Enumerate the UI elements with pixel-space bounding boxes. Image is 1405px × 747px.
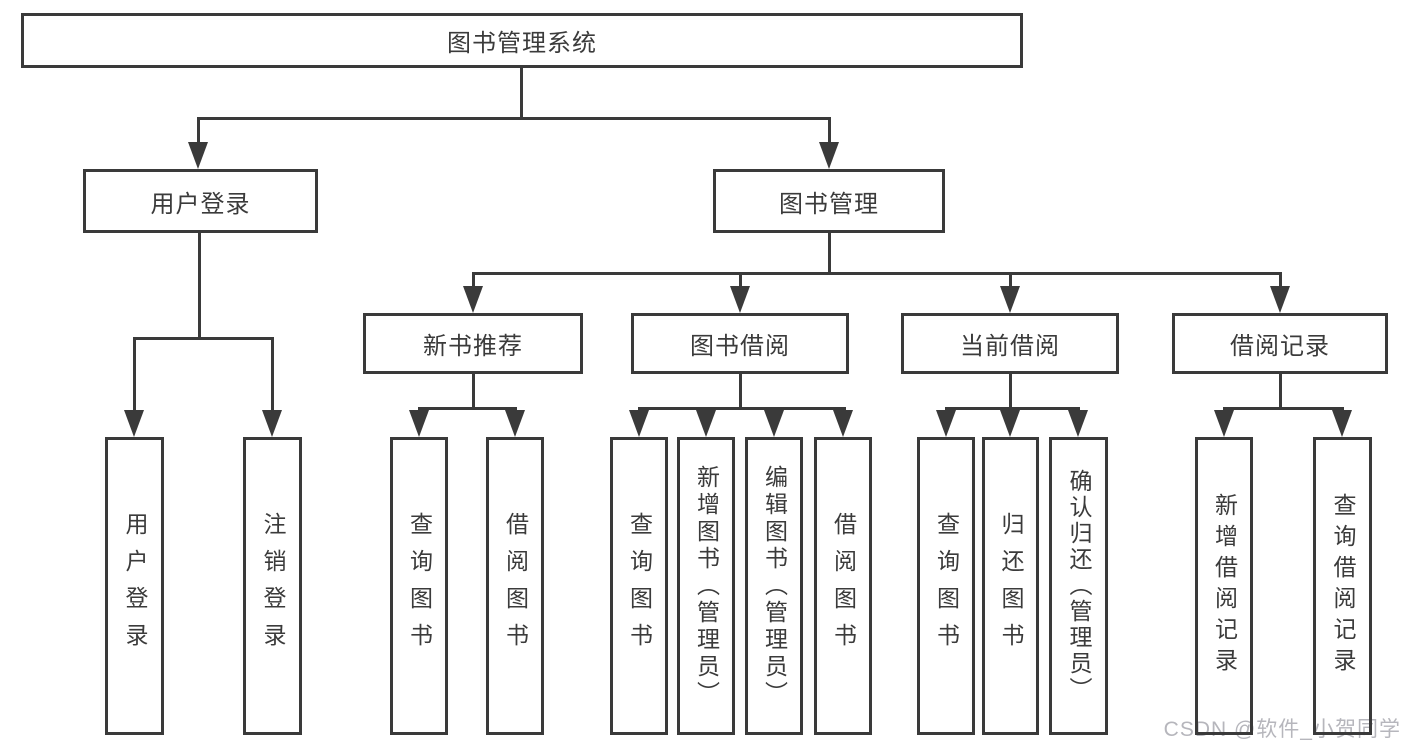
new-book-recommend-label: 新书推荐 xyxy=(423,333,523,360)
connector-level2-rail xyxy=(472,272,1282,275)
arrow-down-icon xyxy=(124,410,144,437)
arrow-down-icon xyxy=(1214,410,1234,437)
leaf-add-book-admin-box: 新增图书（管理员） xyxy=(677,437,735,735)
connector-shaft xyxy=(1009,272,1012,292)
arrow-down-icon xyxy=(1000,410,1020,437)
borrow-record-box: 借阅记录 xyxy=(1172,313,1388,374)
root-box-label: 图书管理系统 xyxy=(447,30,597,57)
connector-shaft xyxy=(271,337,274,415)
connector-rail xyxy=(1223,407,1344,410)
connector-rail xyxy=(945,407,1080,410)
arrow-down-icon xyxy=(409,410,429,437)
connector-rail xyxy=(638,407,846,410)
user-login-branch-box: 用户登录 xyxy=(83,169,318,233)
leaf-query-books-label-2: 查询图书 xyxy=(626,512,653,660)
connector-stem xyxy=(1009,374,1012,410)
arrow-down-icon xyxy=(696,410,716,437)
arrow-down-icon xyxy=(936,410,956,437)
connector-user-login-rail xyxy=(133,337,274,340)
leaf-query-borrow-record-box: 查询借阅记录 xyxy=(1313,437,1372,735)
leaf-borrow-books-label-2: 借阅图书 xyxy=(830,512,857,660)
leaf-borrow-books-box-2: 借阅图书 xyxy=(814,437,872,735)
leaf-query-books-box-1: 查询图书 xyxy=(390,437,448,735)
leaf-query-books-box-3: 查询图书 xyxy=(917,437,975,735)
leaf-return-books-label: 归还图书 xyxy=(998,512,1024,660)
user-login-branch-label: 用户登录 xyxy=(150,190,251,218)
borrow-record-label: 借阅记录 xyxy=(1230,333,1330,360)
connector-shaft xyxy=(1279,272,1282,292)
connector-user-login-stem xyxy=(198,233,201,340)
leaf-borrow-books-label-1: 借阅图书 xyxy=(502,512,529,660)
arrow-down-icon xyxy=(833,410,853,437)
book-management-branch-label: 图书管理 xyxy=(779,190,879,218)
arrow-down-icon xyxy=(1332,410,1352,437)
arrow-down-icon xyxy=(730,286,750,313)
arrow-down-icon xyxy=(1000,286,1020,313)
leaf-query-books-label-1: 查询图书 xyxy=(406,512,433,660)
leaf-user-login-box: 用户登录 xyxy=(105,437,164,735)
connector-book-mgmt-stem xyxy=(828,233,831,275)
book-borrow-label: 图书借阅 xyxy=(690,333,790,360)
leaf-query-borrow-record-label: 查询借阅记录 xyxy=(1330,493,1356,679)
leaf-add-borrow-record-box: 新增借阅记录 xyxy=(1195,437,1253,735)
leaf-confirm-return-admin-label: 确认归还（管理员） xyxy=(1066,469,1092,703)
arrow-down-icon xyxy=(629,410,649,437)
connector-level1-rail xyxy=(197,117,831,120)
arrow-down-icon xyxy=(463,286,483,313)
connector-stem xyxy=(472,374,475,410)
connector-shaft xyxy=(828,117,831,148)
leaf-confirm-return-admin-box: 确认归还（管理员） xyxy=(1049,437,1108,735)
book-borrow-box: 图书借阅 xyxy=(631,313,849,374)
csdn-watermark: CSDN @软件_小贺同学 xyxy=(1163,718,1401,741)
connector-shaft xyxy=(472,272,475,292)
connector-shaft xyxy=(197,117,200,148)
leaf-logout-box: 注销登录 xyxy=(243,437,302,735)
connector-rail xyxy=(418,407,517,410)
book-management-branch-box: 图书管理 xyxy=(713,169,945,233)
arrow-down-icon xyxy=(1068,410,1088,437)
leaf-add-borrow-record-label: 新增借阅记录 xyxy=(1211,493,1238,679)
leaf-add-book-admin-label: 新增图书（管理员） xyxy=(693,464,720,708)
connector-root-stem xyxy=(520,68,523,120)
current-borrow-box: 当前借阅 xyxy=(901,313,1119,374)
leaf-query-books-label-3: 查询图书 xyxy=(933,512,960,660)
arrow-down-icon xyxy=(188,142,208,169)
new-book-recommend-box: 新书推荐 xyxy=(363,313,583,374)
leaf-edit-book-admin-label: 编辑图书（管理员） xyxy=(761,464,788,708)
current-borrow-label: 当前借阅 xyxy=(960,333,1060,360)
leaf-query-books-box-2: 查询图书 xyxy=(610,437,668,735)
leaf-borrow-books-box-1: 借阅图书 xyxy=(486,437,544,735)
leaf-return-books-box: 归还图书 xyxy=(982,437,1039,735)
connector-stem xyxy=(1279,374,1282,410)
arrow-down-icon xyxy=(262,410,282,437)
arrow-down-icon xyxy=(1270,286,1290,313)
connector-shaft xyxy=(739,272,742,292)
connector-shaft xyxy=(133,337,136,415)
leaf-user-login-label: 用户登录 xyxy=(122,512,148,660)
connector-stem xyxy=(739,374,742,410)
arrow-down-icon xyxy=(505,410,525,437)
arrow-down-icon xyxy=(819,142,839,169)
root-box: 图书管理系统 xyxy=(21,13,1023,68)
leaf-edit-book-admin-box: 编辑图书（管理员） xyxy=(745,437,803,735)
arrow-down-icon xyxy=(764,410,784,437)
leaf-logout-label: 注销登录 xyxy=(260,512,286,660)
